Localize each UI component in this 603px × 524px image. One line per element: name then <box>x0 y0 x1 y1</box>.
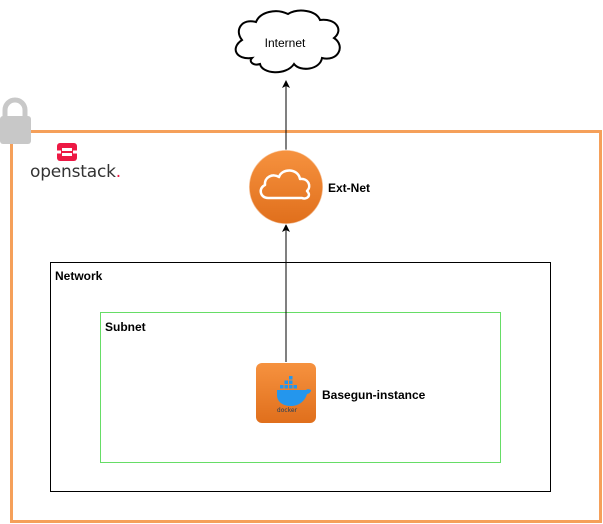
openstack-brand-suffix: . <box>115 162 121 182</box>
docker-whale-icon <box>277 376 311 406</box>
subnet-box <box>100 312 501 463</box>
network-box <box>50 262 551 492</box>
ext-net-label: Ext-Net <box>328 181 371 195</box>
subnet-label: Subnet <box>105 320 146 334</box>
openstack-brand-name: openstack <box>30 162 116 182</box>
ext-net-icon <box>248 149 324 225</box>
cloud-icon <box>259 169 311 200</box>
openstack-brand: openstack. <box>30 162 121 182</box>
network-label: Network <box>55 269 103 283</box>
internet-cloud-shape <box>234 9 341 74</box>
lock-icon <box>0 97 31 144</box>
instance-label: Basegun-instance <box>322 388 426 402</box>
docker-label: docker <box>276 407 298 414</box>
openstack-logo-icon <box>57 143 77 161</box>
instance-icon <box>256 363 316 423</box>
openstack-group-border <box>10 130 602 523</box>
internet-label: Internet <box>264 36 306 50</box>
